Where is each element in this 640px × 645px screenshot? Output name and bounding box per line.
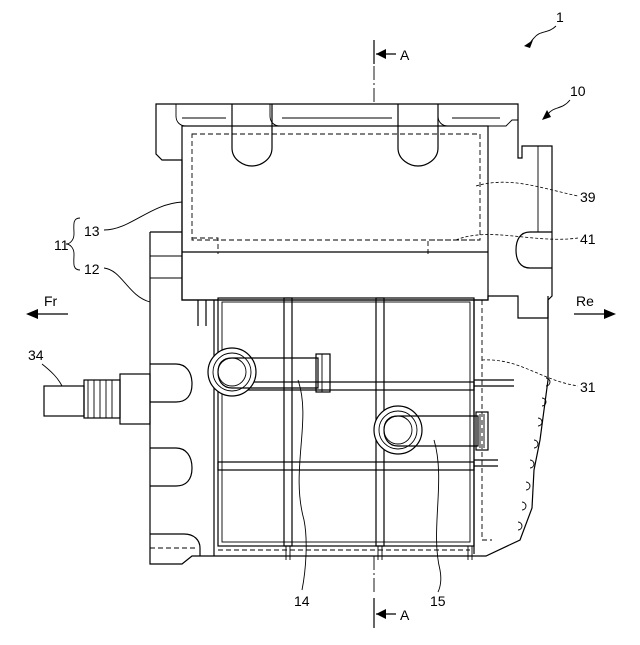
leader-31	[482, 360, 578, 386]
flange-recess-left	[232, 104, 272, 166]
side-tank-31	[482, 300, 492, 540]
section-marker-bottom: A	[374, 598, 410, 628]
ref-label-1: 1	[556, 9, 564, 25]
inner-tank-13	[182, 126, 488, 300]
ref-label-15: 15	[430, 593, 446, 609]
bracket-slot-2	[150, 448, 192, 486]
ref-label-11: 11	[54, 237, 69, 253]
ref-label-13: 13	[84, 223, 100, 239]
bracket-slot-1	[150, 364, 192, 402]
ref-label-41: 41	[580, 231, 596, 247]
bracket-slot-3	[150, 534, 200, 556]
rear-direction-arrow: Re	[574, 293, 616, 319]
leader-13	[104, 202, 182, 230]
ref-label-10: 10	[570, 83, 586, 99]
pipe-14	[208, 348, 330, 396]
leader-1	[528, 26, 556, 46]
leader-39	[476, 182, 578, 196]
ref-label-12: 12	[84, 261, 100, 277]
pipe-15	[374, 406, 488, 454]
leader-12	[104, 268, 150, 302]
leader-14	[298, 380, 306, 590]
side-slot	[516, 232, 552, 268]
flange-recess-right	[398, 104, 438, 166]
leader-34	[42, 364, 62, 386]
section-marker-top: A	[374, 40, 410, 64]
leader-10	[548, 100, 570, 114]
ref-label-14: 14	[294, 593, 310, 609]
section-label-bottom: A	[400, 607, 410, 623]
brace-11	[66, 218, 80, 270]
rear-label: Re	[576, 293, 594, 309]
section-label-top: A	[400, 47, 410, 63]
connector-34	[44, 374, 150, 424]
ref-label-39: 39	[580, 189, 596, 205]
ref-label-31: 31	[580, 379, 596, 395]
front-label: Fr	[44, 293, 58, 309]
ref-label-34: 34	[28, 347, 44, 363]
chamber-39	[192, 134, 480, 240]
front-direction-arrow: Fr	[26, 293, 68, 319]
leader-15	[434, 440, 441, 592]
upper-tank-outline	[156, 104, 552, 318]
leader-41	[456, 235, 578, 240]
core-grid	[218, 298, 474, 560]
